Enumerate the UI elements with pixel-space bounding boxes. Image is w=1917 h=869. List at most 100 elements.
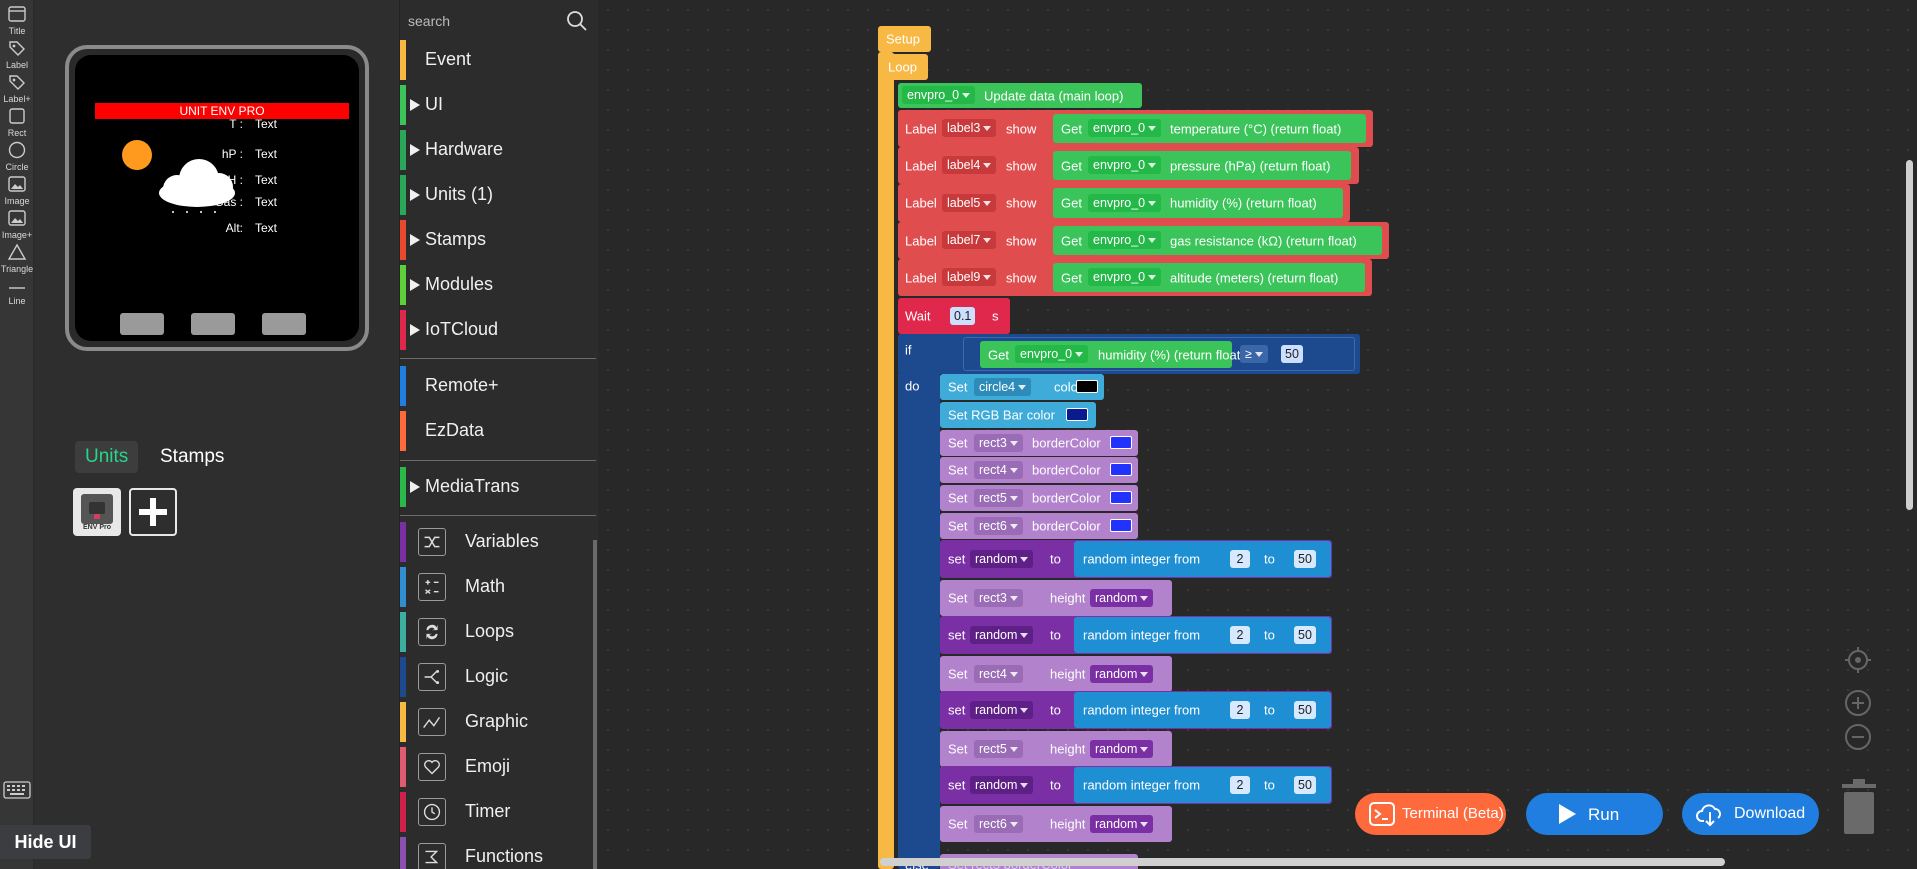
if-block[interactable]: if Get envpro_0 humidity (%) (return flo… [898, 334, 1360, 374]
rect-dropdown[interactable]: rect6 [974, 517, 1023, 535]
rect-dropdown[interactable]: rect4 [974, 665, 1023, 683]
category-hardware[interactable]: Hardware [400, 130, 596, 170]
color-swatch[interactable] [1076, 380, 1098, 393]
gas-value[interactable]: Text [255, 195, 278, 209]
label-dropdown[interactable]: label4 [942, 156, 997, 174]
label-dropdown[interactable]: label7 [942, 231, 997, 249]
variable-dropdown[interactable]: random [1090, 589, 1154, 607]
variable-dropdown[interactable]: random [970, 701, 1034, 719]
category-functions[interactable]: Functions [400, 837, 596, 869]
variable-dropdown[interactable]: random [1090, 815, 1154, 833]
random-max-input[interactable]: 50 [1294, 626, 1316, 644]
device-button-b[interactable] [191, 313, 235, 335]
variable-dropdown[interactable]: random [970, 626, 1034, 644]
set-rect-border-block[interactable]: Set rect4 borderColor [940, 457, 1138, 483]
screen-title[interactable]: UNIT ENV PRO [95, 103, 349, 119]
compare-block[interactable]: Get envpro_0 humidity (%) (return float)… [963, 337, 1355, 371]
category-units[interactable]: Units (1) [400, 175, 596, 215]
category-remote-plus[interactable]: Remote+ [400, 366, 596, 406]
rect-tool[interactable]: Rect [0, 106, 34, 138]
category-scrollbar[interactable] [593, 540, 597, 869]
pressure-label[interactable]: hP : [221, 147, 243, 161]
set-rect-border-block[interactable]: Set rect5 borderColor [940, 485, 1138, 511]
altitude-label[interactable]: Alt: [225, 221, 243, 235]
label-show-block[interactable]: Label label5 show Get envpro_0 humidity … [898, 184, 1350, 222]
terminal-button[interactable]: Terminal (Beta) [1355, 793, 1506, 835]
envpro-dropdown[interactable]: envpro_0 [1088, 156, 1162, 174]
wait-block[interactable]: Wait 0.1 s [898, 298, 1010, 334]
color-swatch[interactable] [1110, 519, 1132, 532]
variable-dropdown[interactable]: random [1090, 740, 1154, 758]
set-variable-block[interactable]: set random to random integer from 2 to 5… [940, 766, 1332, 804]
category-mediatrans[interactable]: MediaTrans [400, 467, 596, 507]
get-value-block[interactable]: Get envpro_0 humidity (%) (return float) [980, 341, 1245, 368]
rect-dropdown[interactable]: rect5 [974, 740, 1023, 758]
category-emoji[interactable]: Emoji [400, 747, 596, 787]
variable-dropdown[interactable]: random [970, 550, 1034, 568]
category-math[interactable]: Math [400, 567, 596, 607]
set-rect-border-block[interactable]: Set rect3 borderColor [940, 430, 1138, 456]
label-show-block[interactable]: Label label9 show Get envpro_0 altitude … [898, 259, 1372, 296]
hide-ui-button[interactable]: Hide UI [0, 825, 91, 859]
label-plus-tool[interactable]: Label+ [0, 72, 34, 104]
random-max-input[interactable]: 50 [1294, 550, 1316, 568]
label-show-block[interactable]: Label label4 show Get envpro_0 pressure … [898, 147, 1359, 184]
keyboard-icon[interactable] [3, 781, 31, 799]
category-variables[interactable]: Variables [400, 522, 596, 562]
random-min-input[interactable]: 2 [1230, 776, 1250, 794]
circle-dropdown[interactable]: circle4 [974, 378, 1032, 396]
category-event[interactable]: Event [400, 40, 596, 80]
env-pro-unit-chip[interactable]: ENV Pro [73, 488, 121, 536]
category-ezdata[interactable]: EzData [400, 411, 596, 451]
random-integer-block[interactable]: random integer from 2 to 50 [1074, 692, 1331, 728]
set-rect-height-block[interactable]: Set rect4 height random [940, 656, 1172, 692]
envpro-dropdown[interactable]: envpro_0 [902, 86, 976, 104]
set-variable-block[interactable]: set random to random integer from 2 to 5… [940, 616, 1332, 654]
run-button[interactable]: Run [1526, 793, 1663, 835]
category-stamps[interactable]: Stamps [400, 220, 596, 260]
set-rect-height-block[interactable]: Set rect5 height random [940, 731, 1172, 767]
set-circle-color-block[interactable]: Set circle4 color [940, 374, 1104, 400]
set-rect-height-block[interactable]: Set rect6 height random [940, 806, 1172, 842]
random-integer-block[interactable]: random integer from 2 to 50 [1074, 617, 1331, 653]
sun-circle[interactable] [122, 140, 152, 170]
rect-dropdown[interactable]: rect5 [974, 489, 1023, 507]
category-loops[interactable]: Loops [400, 612, 596, 652]
rect-dropdown[interactable]: rect3 [974, 434, 1023, 452]
device-button-c[interactable] [262, 313, 306, 335]
download-button[interactable]: Download [1682, 793, 1819, 835]
setup-block[interactable]: Setup [878, 26, 931, 52]
envpro-dropdown[interactable]: envpro_0 [1088, 268, 1162, 286]
label-tool[interactable]: Label [0, 38, 34, 70]
color-swatch[interactable] [1110, 491, 1132, 504]
category-iotcloud[interactable]: IoTCloud [400, 310, 596, 350]
envpro-dropdown[interactable]: envpro_0 [1015, 345, 1089, 363]
device-screen[interactable]: UNIT ENV PRO T : Text hP : Text H : Text… [75, 55, 359, 341]
triangle-tool[interactable]: Triangle [0, 242, 34, 274]
set-rect-border-block[interactable]: Set rect6 borderColor [940, 513, 1138, 539]
random-min-input[interactable]: 2 [1230, 701, 1250, 719]
envpro-dropdown[interactable]: envpro_0 [1088, 231, 1162, 249]
trash-icon[interactable] [1840, 778, 1878, 836]
temp-label[interactable]: T : [229, 117, 243, 131]
tab-units[interactable]: Units [75, 441, 139, 473]
color-swatch[interactable] [1110, 436, 1132, 449]
random-max-input[interactable]: 50 [1294, 701, 1316, 719]
random-integer-block[interactable]: random integer from 2 to 50 [1074, 541, 1331, 577]
threshold-input[interactable]: 50 [1281, 345, 1303, 363]
random-integer-block[interactable]: random integer from 2 to 50 [1074, 767, 1331, 803]
vertical-scrollbar[interactable] [1906, 160, 1913, 510]
color-swatch[interactable] [1066, 408, 1088, 421]
category-logic[interactable]: Logic [400, 657, 596, 697]
get-value-block[interactable]: Get envpro_0 temperature (°C) (return fl… [1053, 114, 1366, 143]
rect-dropdown[interactable]: rect4 [974, 461, 1023, 479]
circle-tool[interactable]: Circle [0, 140, 34, 172]
get-value-block[interactable]: Get envpro_0 humidity (%) (return float) [1053, 188, 1343, 218]
set-rgb-bar-color-block[interactable]: Set RGB Bar color [940, 402, 1096, 428]
color-swatch[interactable] [1110, 463, 1132, 476]
category-timer[interactable]: Timer [400, 792, 596, 832]
random-max-input[interactable]: 50 [1294, 776, 1316, 794]
rect-dropdown[interactable]: rect6 [974, 815, 1023, 833]
image-plus-tool[interactable]: Image+ [0, 208, 34, 240]
label-dropdown[interactable]: label3 [942, 119, 997, 137]
